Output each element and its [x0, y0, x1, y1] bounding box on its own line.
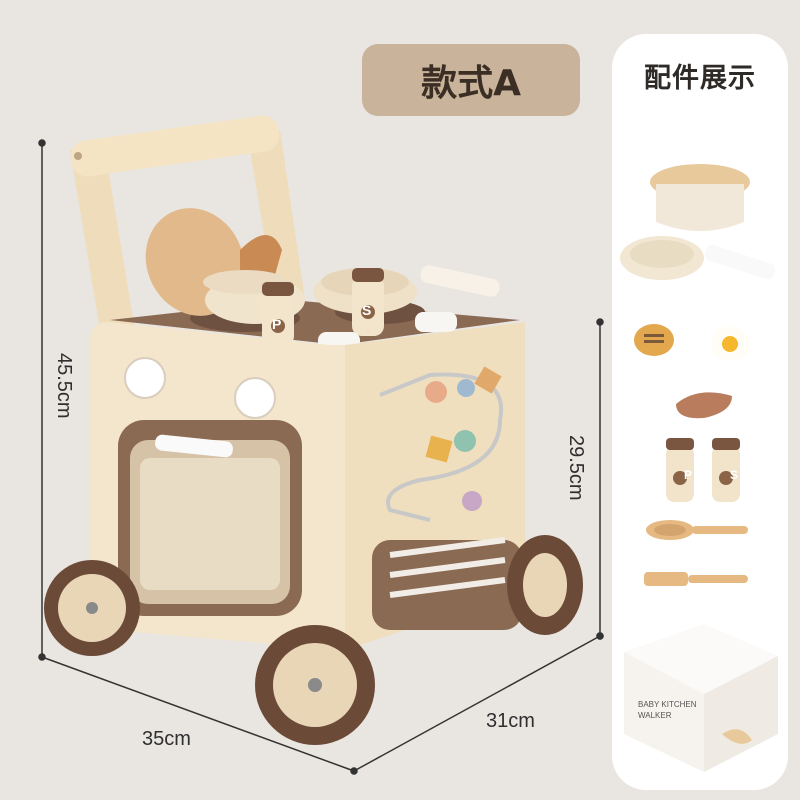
wooden-spoon-icon [646, 520, 748, 540]
top-shakers [262, 268, 384, 346]
top-button-right [415, 312, 457, 332]
height-total-label: 45.5cm [53, 353, 75, 419]
walker-handle [70, 115, 305, 330]
accessories-title: 配件展示 [644, 63, 756, 94]
side-activity-panel [345, 322, 525, 650]
shakers-icon [666, 438, 740, 502]
style-badge-label: 款式A [421, 63, 521, 104]
frying-pan-icon [620, 236, 776, 280]
wooden-spatula-icon [644, 572, 748, 586]
accessories-illustrations [620, 147, 778, 772]
height-body-label: 29.5cm [565, 435, 587, 501]
box-text-line2: WALKER [638, 711, 672, 720]
toast-egg-icon [634, 324, 751, 360]
accessories-panel: 配件展示 [612, 34, 788, 790]
dimension-lines [38, 139, 604, 775]
accessory-shaker-s-label: S [730, 468, 739, 482]
toy-shaker-s-label: S [362, 302, 372, 318]
wheels [44, 535, 583, 745]
pot-icon [650, 147, 750, 231]
product-box-icon [624, 624, 778, 772]
toy-shaker-p-label: P [272, 316, 282, 332]
steak-icon [676, 392, 732, 419]
width-label: 35cm [142, 728, 191, 750]
oven-front-panel [90, 322, 345, 650]
accessory-shaker-p-label: P [684, 468, 693, 482]
style-badge: 款式A [362, 44, 580, 116]
depth-label: 31cm [486, 710, 535, 732]
box-text-line1: BABY KITCHEN [638, 700, 697, 709]
